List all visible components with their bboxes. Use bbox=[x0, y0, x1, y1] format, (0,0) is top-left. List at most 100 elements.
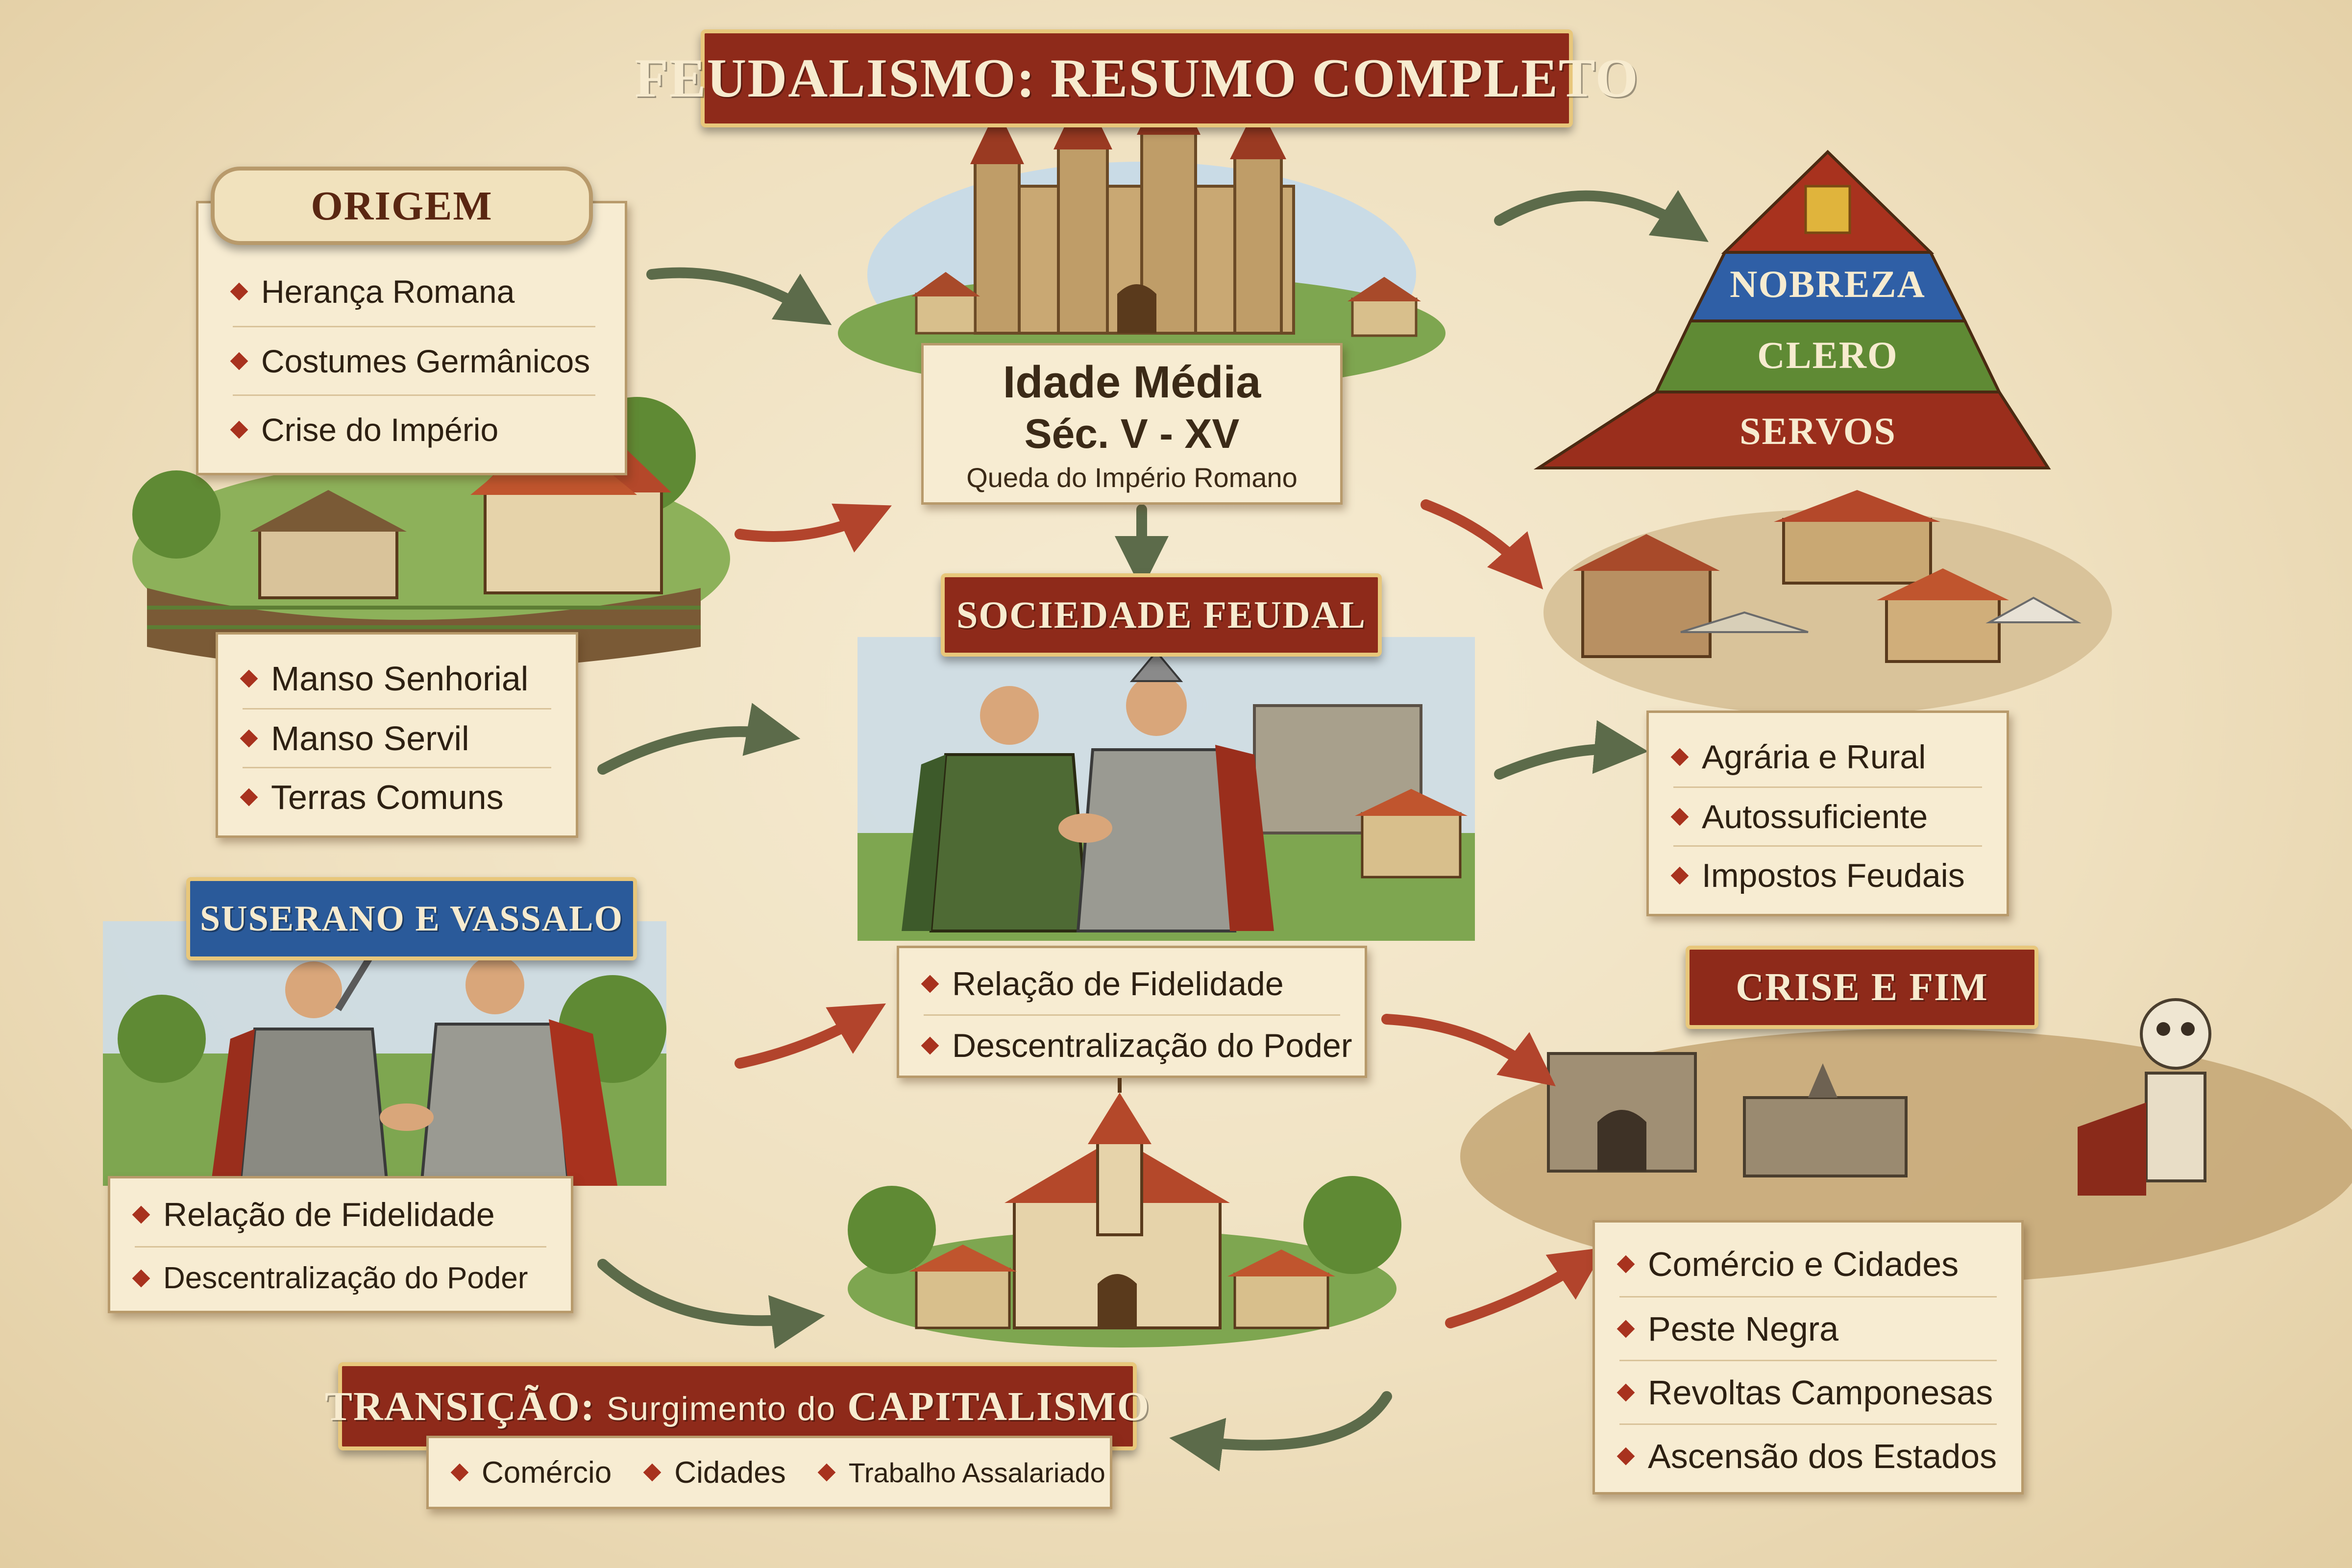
sociedade-item-label: Relação de Fidelidade bbox=[952, 965, 1284, 1003]
arrow-crise-to-transicao bbox=[1169, 1391, 1392, 1471]
origem-item-label: Crise do Império bbox=[261, 411, 499, 448]
ruins-skeleton-illustration bbox=[1460, 998, 2352, 1284]
diamond-bullet-icon bbox=[643, 1463, 662, 1482]
crise-panel: Comércio e Cidades Peste Negra Revoltas … bbox=[1592, 1220, 2024, 1494]
transicao-title-a: TRANSIÇÃO: bbox=[324, 1383, 595, 1429]
diamond-bullet-icon bbox=[1670, 808, 1689, 826]
sociedade-banner: SOCIEDADE FEUDAL bbox=[941, 573, 1382, 657]
diamond-bullet-icon bbox=[1617, 1383, 1635, 1401]
manso-item: Terras Comuns bbox=[240, 767, 551, 826]
arrow-pyramid-to-market bbox=[1421, 499, 1544, 589]
origem-panel: Herança Romana Costumes Germânicos Crise… bbox=[196, 201, 627, 475]
transicao-item-label: Comércio bbox=[482, 1455, 612, 1490]
economia-item-label: Impostos Feudais bbox=[1702, 857, 1965, 894]
origem-scroll bbox=[211, 167, 593, 245]
sociedade-item: Relação de Fidelidade bbox=[921, 953, 1340, 1014]
diamond-bullet-icon bbox=[1670, 748, 1689, 766]
transicao-title-b: Surgimento do bbox=[606, 1390, 836, 1427]
arrow-castle-to-pyramid bbox=[1494, 190, 1709, 242]
main-title: FEUDALISMO: RESUMO COMPLETO bbox=[635, 48, 1639, 109]
suserano-vassalo-illustration bbox=[103, 919, 666, 1187]
crise-item-label: Ascensão dos Estados bbox=[1648, 1437, 1997, 1475]
economia-panel: Agrária e Rural Autossuficiente Impostos… bbox=[1646, 710, 2009, 916]
diamond-bullet-icon bbox=[1617, 1255, 1635, 1274]
transicao-title: TRANSIÇÃO: Surgimento do CAPITALISMO bbox=[325, 1383, 1150, 1430]
crise-item: Ascensão dos Estados bbox=[1617, 1423, 1997, 1487]
manso-item-label: Manso Servil bbox=[271, 719, 469, 758]
origem-item: Crise do Império bbox=[230, 394, 595, 463]
diamond-bullet-icon bbox=[1670, 866, 1689, 884]
diamond-bullet-icon bbox=[1617, 1447, 1635, 1465]
arrow-sociedade-to-economia bbox=[1494, 720, 1648, 780]
suserano-title: SUSERANO E VASSALO bbox=[199, 898, 624, 939]
manso-item-label: Terras Comuns bbox=[271, 778, 504, 816]
crise-item-label: Comércio e Cidades bbox=[1648, 1245, 1959, 1283]
church-illustration bbox=[848, 1063, 1401, 1348]
suserano-item-label: Relação de Fidelidade bbox=[163, 1196, 495, 1233]
diamond-bullet-icon bbox=[230, 352, 248, 370]
suserano-item-label: Descentralização do Poder bbox=[163, 1261, 528, 1295]
idade-media-caption: Queda do Império Romano bbox=[966, 462, 1298, 493]
transicao-item: Cidades bbox=[643, 1455, 786, 1490]
origem-item-label: Herança Romana bbox=[261, 273, 515, 310]
diamond-bullet-icon bbox=[240, 788, 258, 806]
idade-media-period: Séc. V - XV bbox=[1024, 411, 1240, 457]
suserano-item: Relação de Fidelidade bbox=[132, 1183, 546, 1246]
crise-item-label: Peste Negra bbox=[1648, 1309, 1839, 1348]
diamond-bullet-icon bbox=[450, 1463, 469, 1482]
diamond-bullet-icon bbox=[230, 420, 248, 439]
suserano-banner: SUSERANO E VASSALO bbox=[186, 877, 637, 960]
origem-title: ORIGEM bbox=[311, 183, 493, 229]
transicao-panel: Comércio Cidades Trabalho Assalariado bbox=[426, 1436, 1112, 1509]
manso-panel: Manso Senhorial Manso Servil Terras Comu… bbox=[216, 632, 578, 838]
transicao-item-label: Trabalho Assalariado bbox=[848, 1457, 1105, 1488]
transicao-item: Comércio bbox=[450, 1455, 612, 1490]
origem-item: Costumes Germânicos bbox=[230, 326, 595, 394]
suserano-ribbon bbox=[186, 877, 637, 960]
sociedade-title: SOCIEDADE FEUDAL bbox=[956, 593, 1366, 636]
suserano-item: Descentralização do Poder bbox=[132, 1246, 546, 1309]
manso-item: Manso Senhorial bbox=[240, 649, 551, 708]
suserano-panel: Relação de Fidelidade Descentralização d… bbox=[108, 1176, 573, 1313]
social-pyramid bbox=[1533, 149, 2051, 469]
diamond-bullet-icon bbox=[240, 729, 258, 747]
crise-ribbon bbox=[1686, 946, 2038, 1029]
crise-item-label: Revoltas Camponesas bbox=[1648, 1373, 1993, 1412]
sociedade-item-label: Descentralização do Poder bbox=[952, 1027, 1352, 1064]
origem-item: Herança Romana bbox=[230, 257, 595, 326]
sociedade-ribbon bbox=[941, 573, 1382, 657]
main-title-banner: FEUDALISMO: RESUMO COMPLETO bbox=[635, 29, 1638, 127]
manso-item-label: Manso Senhorial bbox=[271, 660, 529, 698]
pyramid-label-clero: CLERO bbox=[1757, 334, 1898, 376]
arrow-suserano-to-sociedade bbox=[735, 1003, 886, 1069]
crise-item: Peste Negra bbox=[1617, 1296, 1997, 1360]
crise-item: Revoltas Camponesas bbox=[1617, 1360, 1997, 1423]
arrow-origem-to-castle bbox=[646, 267, 832, 325]
flow-arrows bbox=[597, 190, 1709, 1471]
idade-media-title: Idade Média bbox=[1003, 357, 1261, 407]
crise-banner: CRISE E FIM bbox=[1686, 946, 2038, 1029]
arrow-sociedade-to-crise bbox=[1381, 1014, 1556, 1086]
economia-item-label: Agrária e Rural bbox=[1702, 738, 1926, 776]
feudal-handshake-illustration bbox=[858, 637, 1475, 941]
diamond-bullet-icon bbox=[921, 1036, 939, 1055]
economia-item: Impostos Feudais bbox=[1670, 845, 1982, 904]
arrow-manso-to-sociedade bbox=[597, 703, 801, 775]
origem-scroll-header: ORIGEM bbox=[211, 167, 593, 245]
idade-media-panel: Idade Média Séc. V - XV Queda do Império… bbox=[921, 343, 1343, 505]
origem-item-label: Costumes Germânicos bbox=[261, 343, 590, 379]
economia-item-label: Autossuficiente bbox=[1702, 798, 1928, 835]
crise-title: CRISE E FIM bbox=[1736, 965, 1988, 1009]
main-title-ribbon bbox=[701, 29, 1573, 127]
diamond-bullet-icon bbox=[132, 1205, 150, 1224]
crise-item: Comércio e Cidades bbox=[1617, 1232, 1997, 1296]
arrow-church-to-crise bbox=[1445, 1247, 1606, 1328]
manso-item: Manso Servil bbox=[240, 708, 551, 767]
transicao-item: Trabalho Assalariado bbox=[817, 1457, 1105, 1489]
pyramid-label-servos: SERVOS bbox=[1740, 410, 1896, 452]
diamond-bullet-icon bbox=[1617, 1320, 1635, 1338]
pyramid-label-nobreza: NOBREZA bbox=[1730, 263, 1926, 305]
transicao-title-c: CAPITALISMO bbox=[847, 1383, 1151, 1429]
transicao-item-label: Cidades bbox=[674, 1455, 786, 1490]
sociedade-item: Descentralização do Poder bbox=[921, 1014, 1352, 1076]
